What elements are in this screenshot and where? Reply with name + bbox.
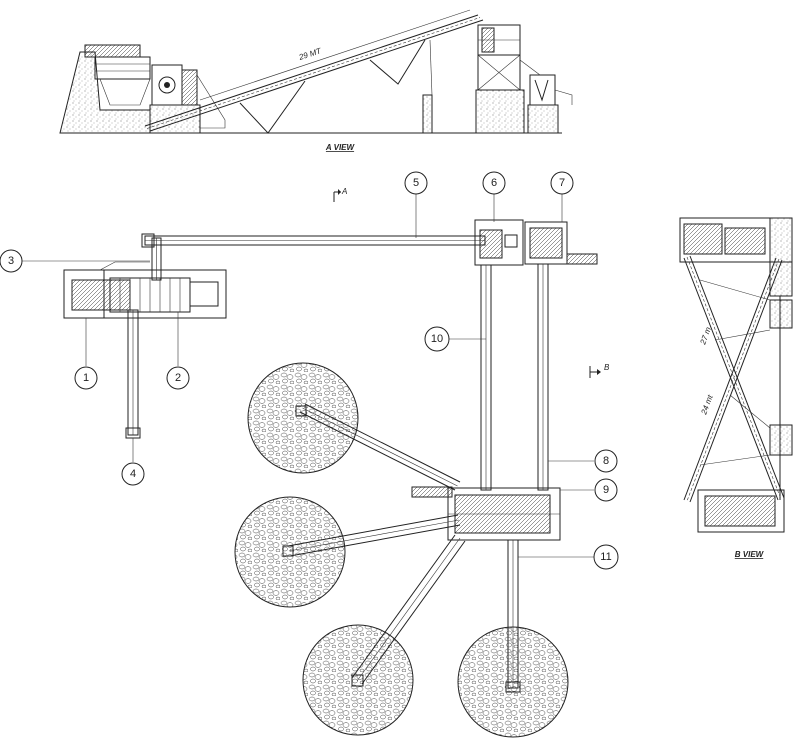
svg-text:3: 3 <box>8 255 14 267</box>
callout-leaders <box>22 194 594 558</box>
secondary-tower-6 <box>474 219 524 266</box>
callout-5: 5 <box>404 171 428 195</box>
primary-crushing-unit <box>63 261 227 319</box>
callout-1: 1 <box>74 366 98 390</box>
main-conveyor-length-label: 29 MT <box>297 46 323 62</box>
a-view-label: A VIEW <box>325 143 356 152</box>
screening-unit-9 <box>411 486 561 541</box>
callout-9: 9 <box>594 478 618 502</box>
b-view-label: B VIEW <box>735 550 765 559</box>
svg-text:8: 8 <box>603 455 609 467</box>
cone-crusher-7 <box>524 221 598 265</box>
callout-11: 11 <box>593 544 619 570</box>
a-view-elevation: 29 MT A VIEW <box>59 9 573 152</box>
feeder-hopper <box>84 44 151 106</box>
conveyor-8 <box>537 263 549 491</box>
svg-text:2: 2 <box>175 372 181 384</box>
stacker-conveyors <box>282 403 521 693</box>
svg-text:11: 11 <box>600 551 611 563</box>
stacker-conveyor-1 <box>295 403 461 491</box>
main-conveyor-5 <box>141 233 486 248</box>
svg-text:A: A <box>341 187 347 196</box>
conveyor-10 <box>480 264 492 491</box>
callout-4: 4 <box>121 462 145 486</box>
section-marker-a: A <box>333 187 347 202</box>
callout-7: 7 <box>550 171 574 195</box>
stacker-conveyor-3 <box>351 534 466 687</box>
callout-6: 6 <box>482 171 506 195</box>
svg-text:9: 9 <box>603 484 609 496</box>
transfer-conveyor-3 <box>151 237 162 281</box>
callout-10: 10 <box>424 326 450 352</box>
conveyor-11 <box>505 539 521 693</box>
callout-2: 2 <box>166 366 190 390</box>
callout-8: 8 <box>594 449 618 473</box>
section-marker-b: B <box>589 363 610 378</box>
svg-text:4: 4 <box>130 468 136 480</box>
stockpile-2 <box>234 496 346 608</box>
b-view-upper-dimension: 27 m <box>698 326 713 347</box>
callout-3: 3 <box>0 249 23 273</box>
main-inclined-conveyor <box>144 9 484 134</box>
walkway <box>566 253 598 265</box>
b-view-lower-dimension: 24 mt <box>699 393 715 417</box>
svg-text:7: 7 <box>559 177 565 189</box>
stockpile-1 <box>247 362 359 474</box>
conveyor-4 <box>125 309 141 439</box>
stacker-conveyor-2 <box>282 514 461 557</box>
plan-view: A <box>0 171 619 738</box>
callouts: 1 2 3 4 5 6 7 8 9 10 11 <box>0 171 619 570</box>
b-view-elevation: 27 m 24 mt B VIEW <box>679 217 793 559</box>
svg-text:10: 10 <box>431 333 443 345</box>
conveyor-support-pier <box>422 94 433 134</box>
svg-text:5: 5 <box>413 177 419 189</box>
svg-text:1: 1 <box>83 372 89 384</box>
jaw-crusher <box>149 64 226 134</box>
svg-text:6: 6 <box>491 177 497 189</box>
secondary-crusher-tower <box>475 24 573 134</box>
svg-text:B: B <box>604 363 610 372</box>
